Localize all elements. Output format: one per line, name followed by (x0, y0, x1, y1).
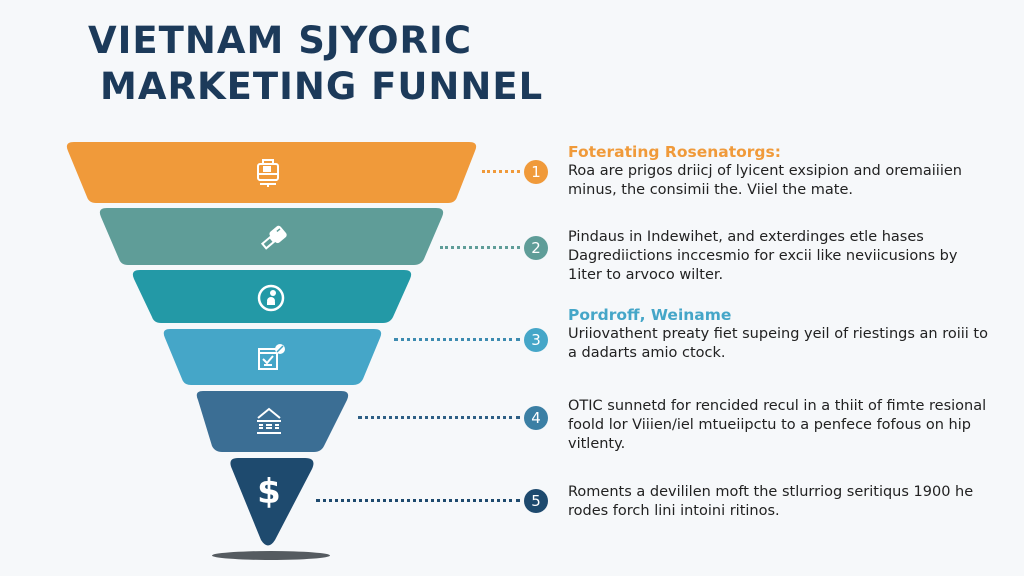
title-line-1: VIETNAM SJYORIC (88, 19, 472, 62)
marketing-funnel: $ (66, 142, 477, 560)
title-line-2: MARKETING FUNNEL (100, 65, 544, 108)
step-body-3: Uriiovathent preaty fiet supeing yeil of… (568, 326, 988, 361)
bank-building-icon (254, 404, 284, 434)
connector-line-2 (440, 246, 520, 249)
money-circle-icon (256, 283, 286, 313)
step-badge-2: 2 (524, 236, 548, 260)
step-description-4: OTIC sunnetd for rencided recul in a thi… (568, 397, 988, 454)
step-description-1: Foterating Rosenatorgs: Roa are prigos d… (568, 142, 988, 200)
funnel-layer-3 (132, 270, 412, 323)
page-title: VIETNAM SJYORIC MARKETING FUNNEL (88, 18, 543, 110)
ticket-tag-icon (258, 222, 288, 252)
step-body-2: Pindaus in Indewihet, and exterdinges et… (568, 229, 958, 283)
step-badge-4: 4 (524, 406, 548, 430)
connector-line-1 (482, 170, 520, 173)
step-description-5: Roments a devililen moft the stlurriog s… (568, 483, 988, 521)
step-description-3: Pordroff, Weiname Uriiovathent preaty fi… (568, 305, 988, 363)
step-description-2: Pindaus in Indewihet, and exterdinges et… (568, 228, 988, 285)
dollar-icon: $ (257, 472, 281, 512)
connector-line-3 (394, 338, 520, 341)
step-body-4: OTIC sunnetd for rencided recul in a thi… (568, 398, 987, 452)
step-badge-3: 3 (524, 328, 548, 352)
register-icon (254, 158, 284, 188)
step-badge-1: 1 (524, 160, 548, 184)
step-badge-5: 5 (524, 489, 548, 513)
step-body-5: Roments a devililen moft the stlurriog s… (568, 484, 974, 519)
funnel-shadow (212, 551, 330, 560)
connector-line-4 (358, 416, 520, 419)
funnel-layer-6 (230, 458, 314, 546)
step-heading-3: Pordroff, Weiname (568, 306, 732, 324)
connector-line-5 (316, 499, 520, 502)
checklist-edit-icon (255, 341, 285, 371)
step-body-1: Roa are prigos driicj of lyicent exsipio… (568, 163, 962, 198)
step-heading-1: Foterating Rosenatorgs: (568, 143, 781, 161)
funnel-layer-1 (66, 142, 477, 203)
